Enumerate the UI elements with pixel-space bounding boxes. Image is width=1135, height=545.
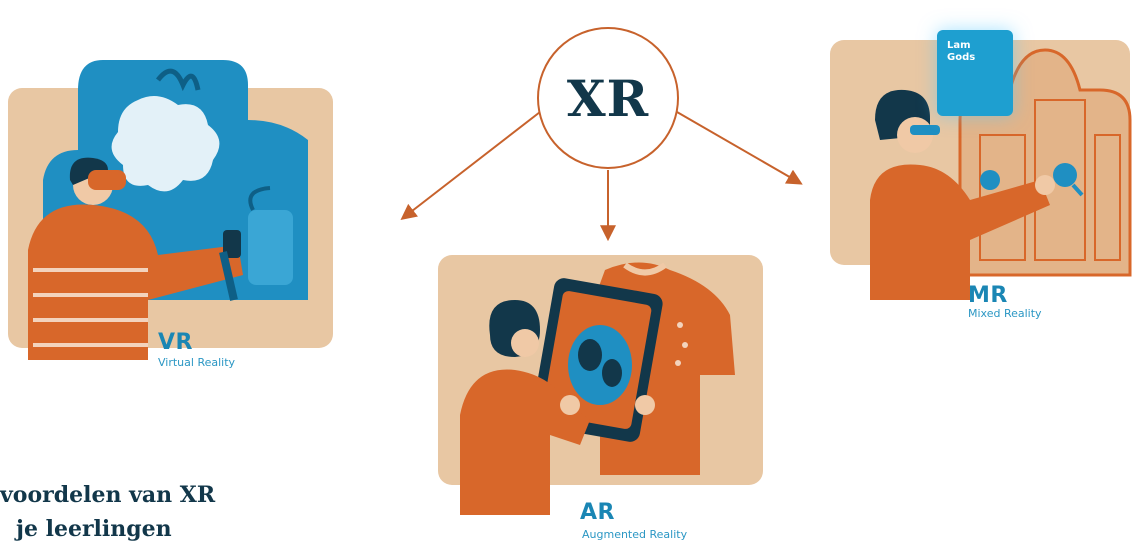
lam-gods-text: Lam Gods [947,40,976,63]
mr-illustration: MR [830,40,1135,310]
arrow-to-mr [676,111,803,185]
vr-illustration: VR [8,60,338,360]
vr-subtitle: Virtual Reality [158,356,236,369]
lam-gods-sign: Lam Gods [937,30,1013,116]
mr-subtitle: Mixed Reality [968,307,1042,320]
mr-title: MR [968,283,1008,308]
ar-illustration: AR [430,245,770,525]
bottom-heading: voordelen van XR je leerlingen [0,478,396,545]
xr-label: XR [566,68,650,128]
ar-title: AR [580,500,615,525]
bottom-heading-line1: voordelen van XR [0,482,216,508]
xr-center-circle: XR [537,27,679,169]
vr-title: VR [158,330,193,355]
ar-subtitle: Augmented Reality [582,528,688,541]
arrow-to-vr [400,111,541,220]
bottom-heading-line2: je leerlingen [16,516,172,542]
